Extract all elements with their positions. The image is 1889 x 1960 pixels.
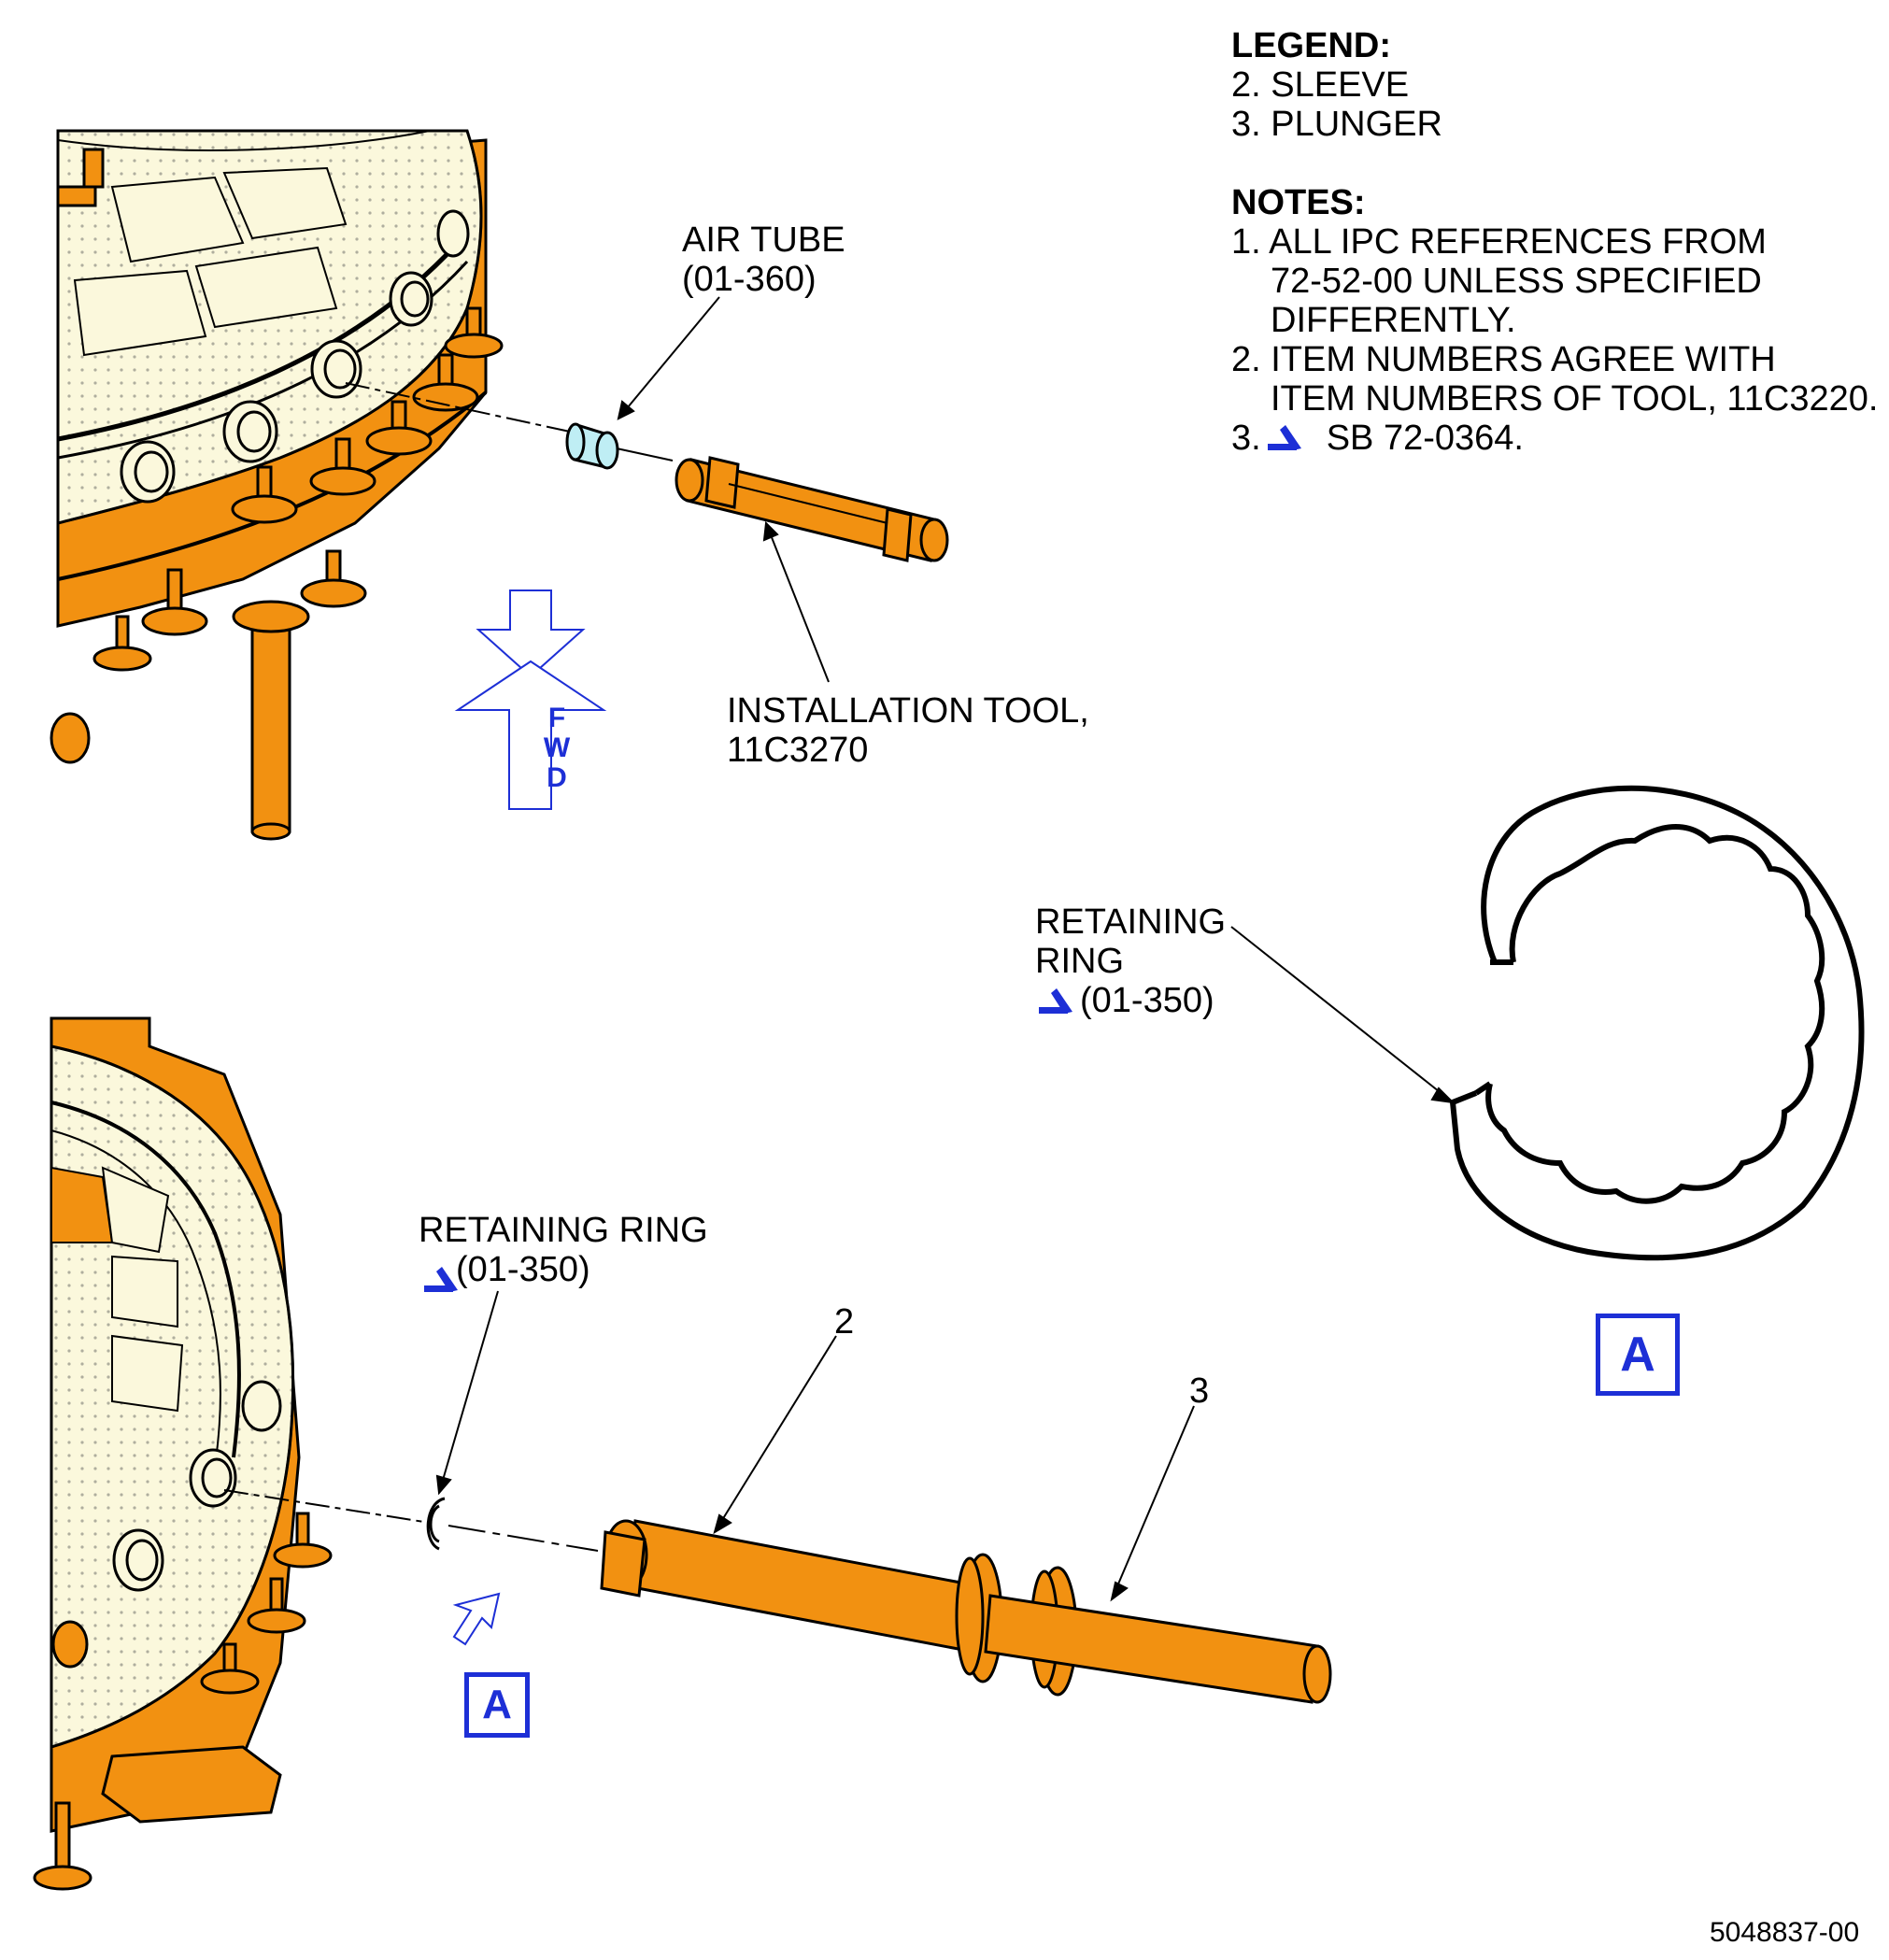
view-a-pointer-arrow — [452, 1592, 501, 1646]
note-2-line-2: ITEM NUMBERS OF TOOL, 11C3220. — [1271, 379, 1879, 419]
sb-triangle-icon-notes — [1268, 444, 1297, 450]
lower-leader-lines — [435, 1290, 1195, 1602]
upper-leader-lines — [617, 296, 830, 683]
note-1-line-1: 1. ALL IPC REFERENCES FROM — [1231, 222, 1767, 262]
detail-retaining-ring-label-2: RING — [1035, 942, 1124, 981]
installation-tool-part — [675, 456, 949, 562]
note-3-text: SB 72-0364. — [1326, 419, 1524, 458]
fwd-letter-f: F — [547, 703, 566, 733]
detail-leader — [1230, 926, 1456, 1104]
notes-heading: NOTES: — [1231, 183, 1366, 222]
lower-combustor-assembly — [33, 1016, 333, 1891]
legend-item-sleeve: 2. SLEEVE — [1231, 65, 1410, 105]
sb-triangle-icon-detail — [1039, 1007, 1068, 1014]
note-3-number: 3. — [1231, 419, 1261, 458]
legend-heading: LEGEND: — [1231, 26, 1391, 65]
lower-centerline — [223, 1489, 599, 1552]
detail-a-retaining-ring — [1449, 785, 1865, 1261]
installation-tool-label: INSTALLATION TOOL, — [727, 691, 1089, 731]
installation-tool-pn: 11C3270 — [727, 731, 869, 770]
air-tube-part — [565, 422, 619, 470]
lower-retaining-ring — [426, 1497, 446, 1551]
legend-item-plunger: 3. PLUNGER — [1231, 105, 1442, 144]
upper-combustor-assembly — [50, 129, 504, 841]
note-2-line-1: 2. ITEM NUMBERS AGREE WITH — [1231, 340, 1776, 379]
note-3: 3. SB 72-0364. — [1231, 419, 1876, 458]
fwd-arrow — [454, 589, 607, 810]
sb-triangle-icon-lower — [424, 1285, 453, 1292]
sleeve-and-plunger — [600, 1519, 1332, 1704]
note-1-line-2: 72-52-00 UNLESS SPECIFIED — [1271, 262, 1762, 301]
detail-a-label: A — [1596, 1314, 1680, 1396]
legend-notes-block: LEGEND: 2. SLEEVE 3. PLUNGER NOTES: 1. A… — [1231, 26, 1879, 458]
figure-number: 5048837-00 — [1710, 1917, 1860, 1948]
note-1-line-3: DIFFERENTLY. — [1271, 301, 1516, 340]
air-tube-ref: (01-360) — [682, 260, 817, 299]
fwd-letter-d: D — [547, 762, 567, 793]
item-number-2: 2 — [834, 1302, 855, 1342]
air-tube-label: AIR TUBE — [682, 220, 845, 260]
detail-retaining-ring-label-1: RETAINING — [1035, 902, 1227, 942]
upper-centerline — [345, 382, 674, 462]
detail-retaining-ring-ref: (01-350) — [1080, 981, 1214, 1020]
lower-retaining-ring-label: RETAINING RING — [419, 1211, 708, 1250]
fwd-letter-w: W — [543, 732, 571, 763]
view-a-label: A — [464, 1672, 530, 1738]
item-number-3: 3 — [1189, 1371, 1210, 1411]
sb-triangle-icons — [424, 425, 1301, 1292]
lower-retaining-ring-ref: (01-350) — [456, 1250, 590, 1289]
